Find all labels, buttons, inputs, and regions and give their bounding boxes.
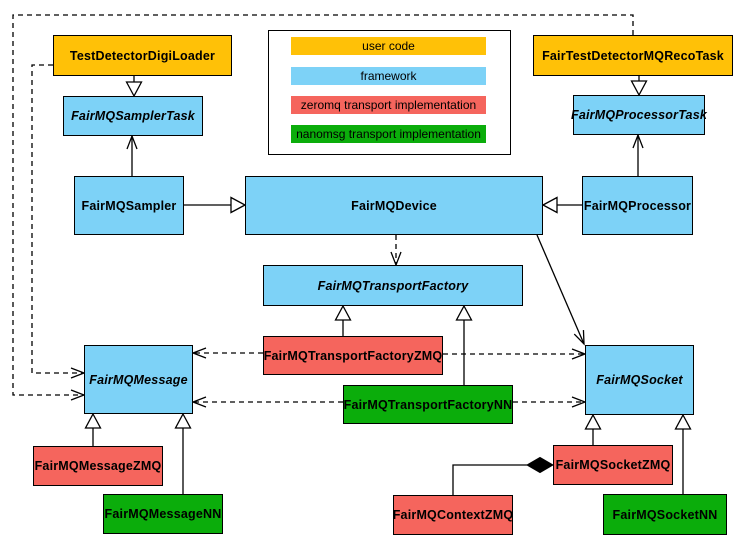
hollow-triangle-arrowhead-icon [674,413,692,430]
hollow-triangle-arrowhead-icon [125,81,143,98]
class-label: FairMQMessage [89,372,188,387]
class-label: FairMQMessageNN [104,507,222,521]
class-label: FairMQProcessorTask [570,108,708,122]
class-box-fairmqdevice: FairMQDevice [245,176,543,235]
legend-item-framework: framework [291,67,486,85]
legend-box: user code framework zeromq transport imple… [268,30,511,155]
legend-label: zeromq transport implementation [300,98,477,112]
hollow-triangle-arrowhead-icon [174,412,192,429]
legend-label: framework [360,69,417,83]
class-box-fairmqmessagenn: FairMQMessageNN [103,494,223,534]
class-box-fairmqmessagezmq: FairMQMessageZMQ [33,446,163,486]
hollow-triangle-arrowhead-icon [334,304,352,321]
class-label: FairMQSocketNN [612,507,718,522]
class-box-fairmqmessage: FairMQMessage [84,345,193,414]
legend-item-user-code: user code [291,37,486,55]
open-chevron-arrowhead-icon [191,347,207,359]
class-box-fairmqsocketzmq: FairMQSocketZMQ [553,445,673,485]
class-box-fairmqprocessortask: FairMQProcessorTask [570,95,708,135]
class-box-fairmqsocket: FairMQSocket [585,345,694,415]
class-label: FairMQTransportFactory [317,278,469,293]
class-label: FairMQMessageZMQ [34,459,162,473]
class-label: FairMQSocket [596,373,683,387]
filled-diamond-arrowhead-icon [525,456,555,474]
edge-dependency-testdetectordigiloader-to-fairmqmessage [31,64,84,374]
class-box-fairmqtransportfactorynn: FairMQTransportFactoryNN [343,385,513,424]
class-label: FairMQProcessor [583,198,692,213]
edge-composition-fairmqcontextzmq-to-fairmqsocketzmq [452,464,527,495]
class-label: FairMQDevice [351,198,437,213]
legend-label: nanomsg transport implementation [296,127,481,141]
legend-item-nanomsg: nanomsg transport implementation [291,125,486,143]
class-box-fairmqtransportfactoryzmq: FairMQTransportFactoryZMQ [263,336,443,375]
class-box-fairmqsocketnn: FairMQSocketNN [603,494,727,535]
class-label: FairMQSampler [81,198,177,213]
class-label: FairMQSamplerTask [71,109,195,123]
legend-label: user code [362,39,415,53]
hollow-triangle-arrowhead-icon [630,80,648,97]
class-label: TestDetectorDigiLoader [69,48,216,63]
class-box-testdetectordigiloader: TestDetectorDigiLoader [53,35,232,76]
hollow-triangle-arrowhead-icon [84,412,102,429]
hollow-triangle-arrowhead-icon [455,304,473,321]
edge-dependency-fairtestdetectormqrecotask-to-fairmqmessage [12,14,634,396]
hollow-triangle-arrowhead-icon [230,196,247,214]
class-label: FairMQSocketZMQ [555,458,671,472]
edge-association-fairmqdevice-to-fairmqsocket [536,234,585,345]
hollow-triangle-arrowhead-icon [584,413,602,430]
open-chevron-arrowhead-icon [126,134,138,150]
hollow-triangle-arrowhead-icon [541,196,558,214]
class-box-fairtestdetectormqrecotask: FairTestDetectorMQRecoTask [533,35,733,76]
open-chevron-arrowhead-icon [191,396,207,408]
class-box-fairmqsampler: FairMQSampler [74,176,184,235]
open-chevron-arrowhead-icon [632,133,644,149]
class-label: FairTestDetectorMQRecoTask [542,48,724,63]
class-box-fairmqsamplertask: FairMQSamplerTask [63,96,203,136]
class-label: FairMQTransportFactoryZMQ [263,348,443,363]
class-box-fairmqprocessor: FairMQProcessor [582,176,693,235]
class-box-fairmqcontextzmq: FairMQContextZMQ [393,495,513,535]
class-label: FairMQTransportFactoryNN [343,397,513,412]
open-chevron-arrowhead-icon [573,330,585,346]
class-label: FairMQContextZMQ [392,508,514,522]
legend-item-zeromq: zeromq transport implementation [291,96,486,114]
class-box-fairmqtransportfactory: FairMQTransportFactory [263,265,523,306]
